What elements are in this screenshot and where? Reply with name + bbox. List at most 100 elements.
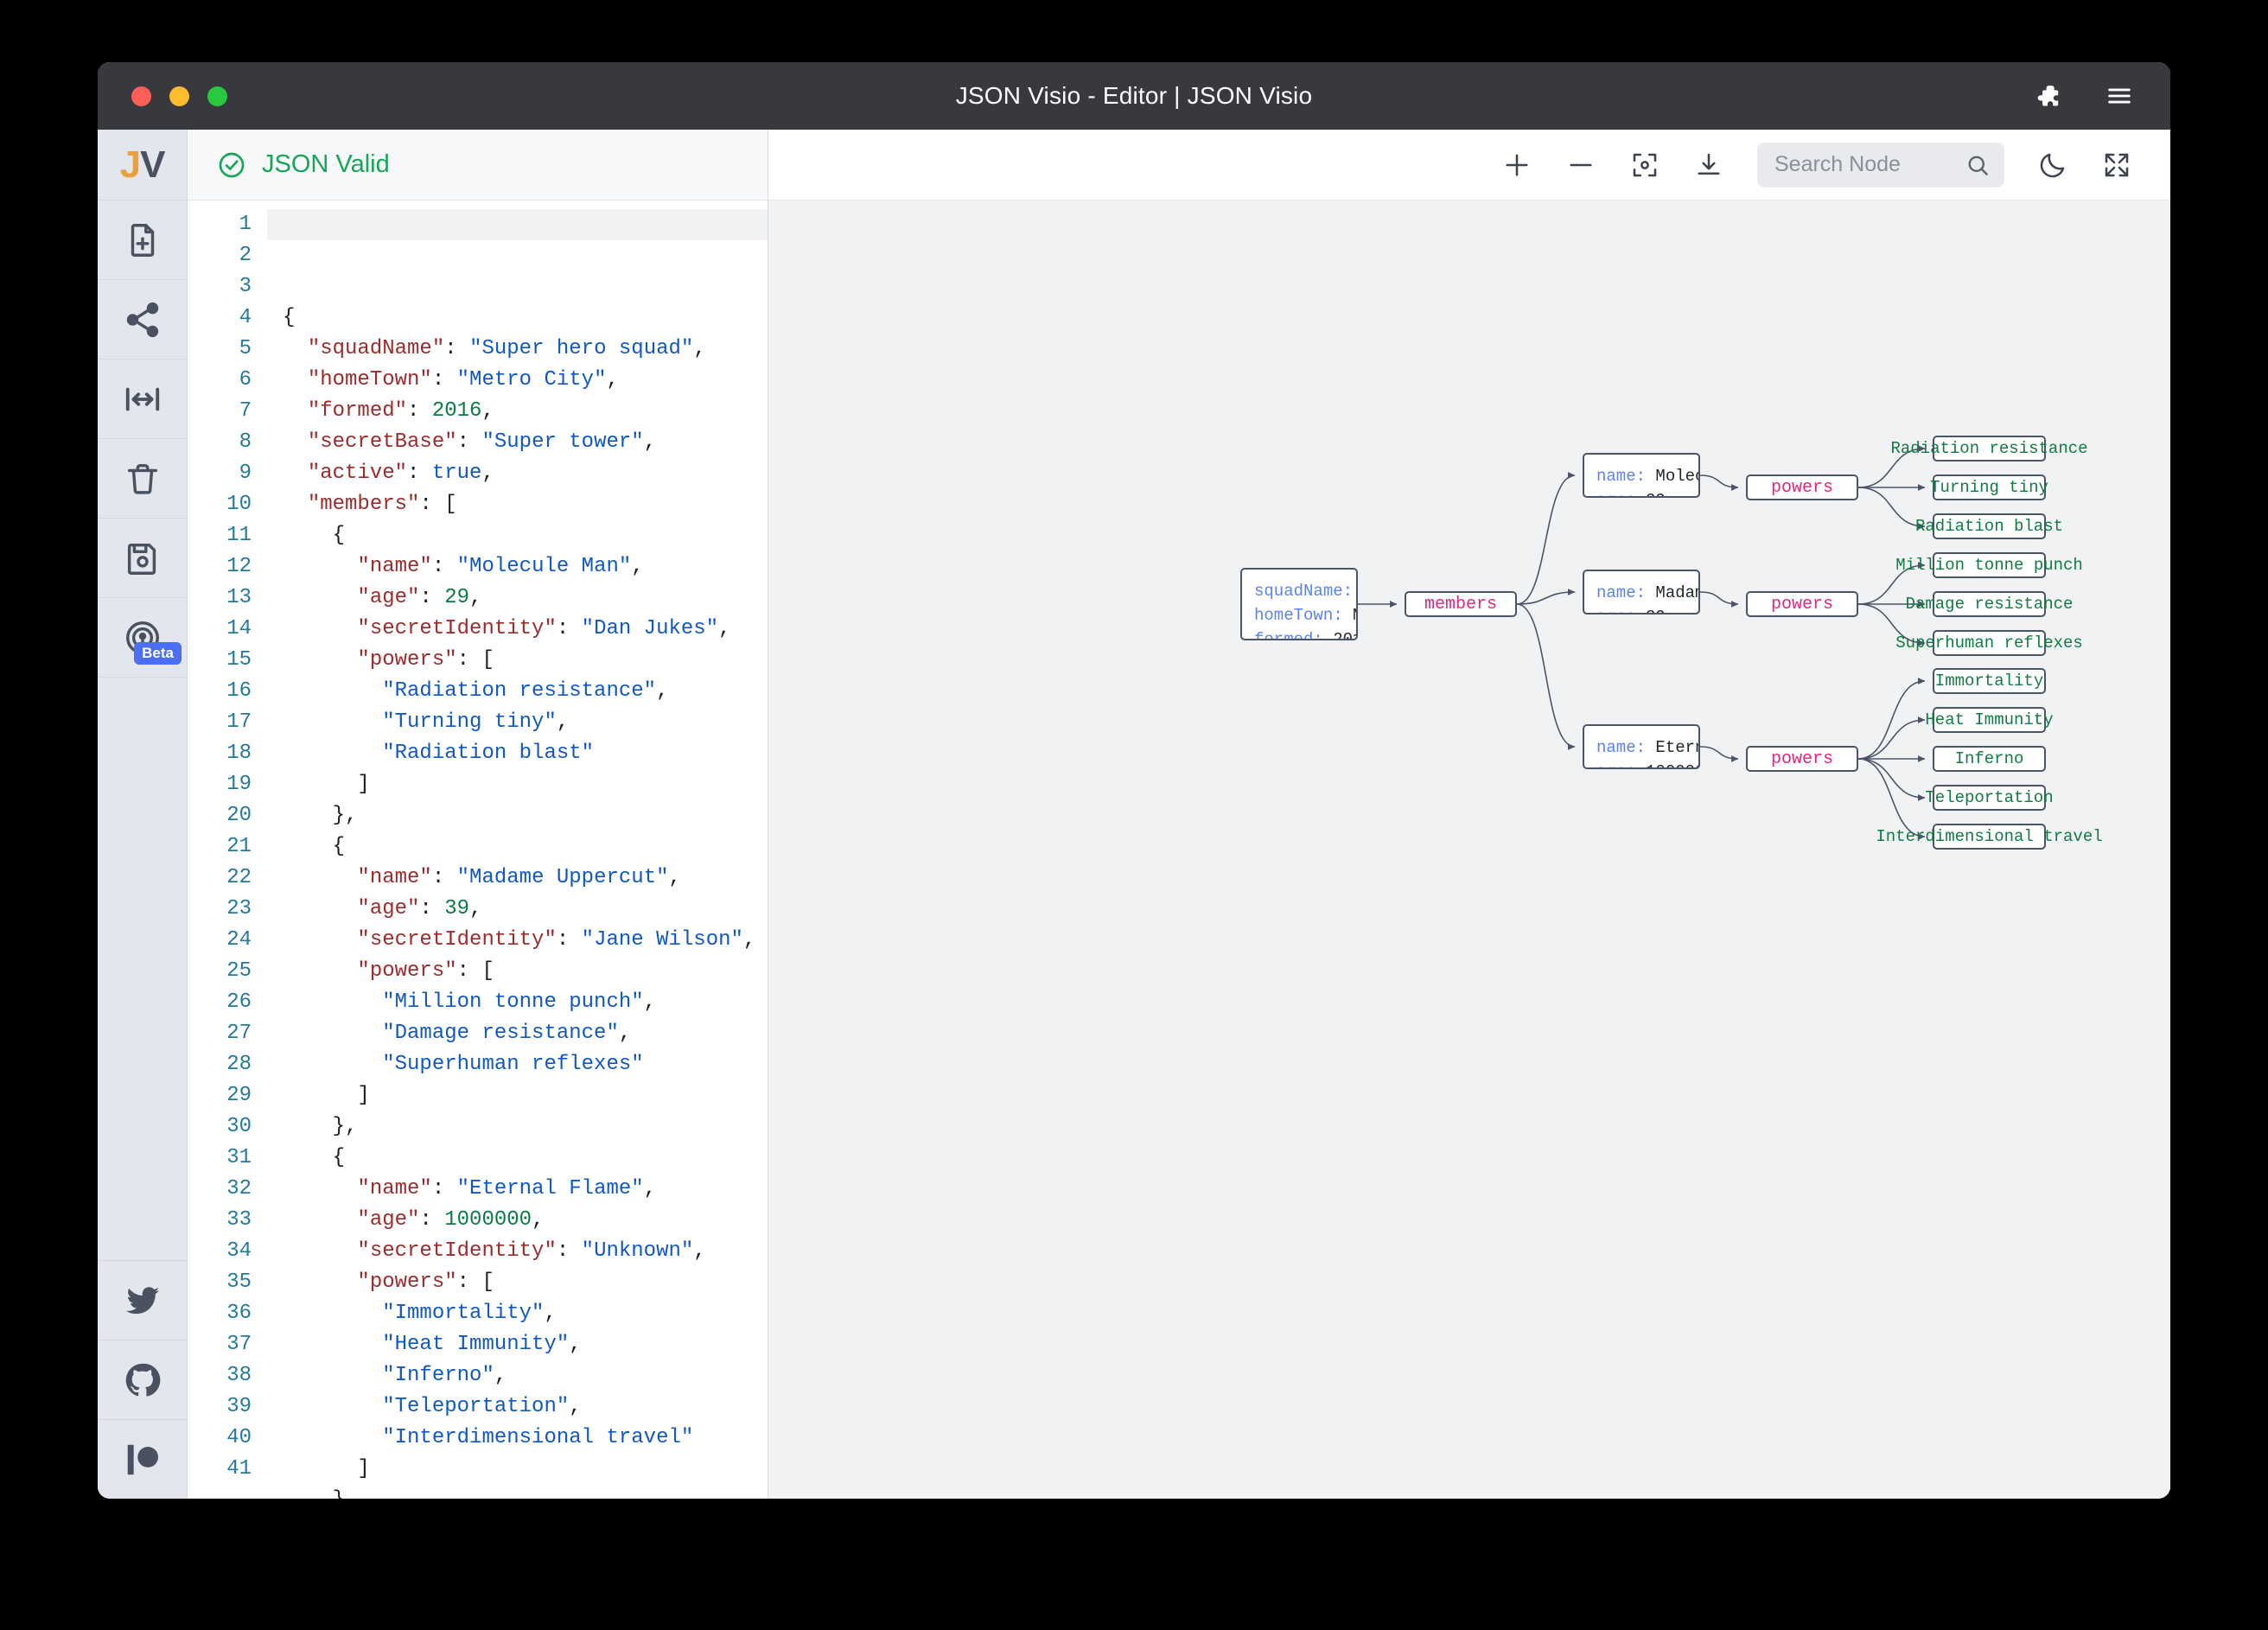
node-property-row: name: Molecule Man — [1596, 464, 1698, 488]
code-line: ] — [283, 1457, 370, 1480]
node-property-key: name: — [1596, 583, 1656, 602]
sidebar-item-new-file[interactable] — [98, 201, 187, 280]
node-label: Radiation blast — [1914, 517, 2064, 536]
minimize-window-button[interactable] — [169, 86, 189, 106]
line-number: 14 — [226, 617, 252, 640]
sidebar-item-patreon[interactable] — [98, 1419, 187, 1499]
sidebar-item-twitter[interactable] — [98, 1260, 187, 1340]
graph-node-leaf[interactable]: Teleportation — [1925, 785, 2054, 811]
node-label: Radiation resistance — [1890, 439, 2088, 458]
graph-node-object[interactable]: name: Madame Uppercutage: 39secretIdenti… — [1583, 570, 1700, 614]
code-line: { — [283, 1146, 346, 1169]
line-number: 3 — [239, 275, 252, 298]
node-property-value: 39 — [1646, 608, 1666, 613]
node-property-row: age: 39 — [1596, 605, 1686, 613]
graph-node-object[interactable]: name: Molecule Manage: 29secretIdentity:… — [1583, 453, 1700, 498]
graph-edges — [1357, 445, 1926, 840]
fullscreen-icon[interactable] — [2101, 150, 2132, 181]
extensions-icon[interactable] — [2034, 81, 2063, 111]
search-node-input[interactable] — [1774, 152, 1956, 177]
graph-canvas[interactable]: squadName: Super hero…homeTown: Metro Ci… — [768, 201, 2170, 1499]
save-icon — [123, 538, 162, 578]
node-label: members — [1424, 594, 1497, 614]
line-number: 13 — [226, 586, 252, 609]
graph-node-leaf[interactable]: Heat Immunity — [1925, 707, 2054, 733]
zoom-out-icon[interactable] — [1565, 150, 1596, 181]
line-number: 10 — [226, 493, 252, 516]
line-number: 17 — [226, 710, 252, 734]
line-number: 20 — [226, 804, 252, 827]
code-line: "members": [ — [307, 493, 457, 516]
graph-edge — [1699, 474, 1739, 491]
code-line: "Heat Immunity", — [382, 1333, 582, 1356]
graph-node-leaf[interactable]: Damage resistance — [1906, 591, 2073, 617]
line-number: 12 — [226, 555, 252, 578]
zoom-in-icon[interactable] — [1501, 150, 1532, 181]
graph-node-parent[interactable]: powers — [1746, 474, 1858, 500]
traffic-lights — [131, 86, 227, 106]
sidebar-item-save[interactable] — [98, 519, 187, 598]
line-number: 23 — [226, 897, 252, 920]
graph-node-object[interactable]: squadName: Super hero…homeTown: Metro Ci… — [1240, 568, 1358, 640]
graph-edge — [1857, 562, 1926, 605]
code-line: "Damage resistance", — [382, 1022, 632, 1045]
sidebar-item-clear[interactable] — [98, 439, 187, 519]
node-label: Turning tiny — [1930, 478, 2048, 497]
sidebar-item-github[interactable] — [98, 1340, 187, 1419]
close-window-button[interactable] — [131, 86, 151, 106]
graph-node-leaf[interactable]: Turning tiny — [1930, 474, 2048, 500]
center-view-icon[interactable] — [1629, 150, 1660, 181]
line-number: 2 — [239, 244, 252, 267]
node-label: powers — [1770, 594, 1833, 614]
download-icon[interactable] — [1693, 150, 1724, 181]
twitter-icon — [123, 1281, 162, 1321]
graph-node-leaf[interactable]: Superhuman reflexes — [1895, 630, 2083, 656]
node-property-row: name: Madame Uppercut — [1596, 581, 1698, 605]
node-property-value: 2016 — [1333, 630, 1356, 640]
code-line: "age": 1000000, — [357, 1208, 545, 1232]
graph-node-leaf[interactable]: Immortality — [1933, 668, 2046, 694]
app-logo[interactable]: JV — [98, 130, 187, 201]
code-line: ] — [283, 1084, 370, 1107]
code-line: "secretIdentity": "Jane Wilson", — [357, 928, 756, 952]
check-circle-icon — [217, 150, 246, 180]
graph-edge — [1699, 591, 1739, 608]
node-property-row: age: 29 — [1596, 488, 1686, 496]
graph-node-leaf[interactable]: Inferno — [1933, 746, 2046, 772]
code-line: ] — [283, 773, 370, 796]
dark-mode-toggle-icon[interactable] — [2037, 150, 2068, 181]
code-line: }, — [283, 804, 358, 827]
graph-node-leaf[interactable]: Million tonne punch — [1895, 552, 2083, 578]
code-line: "name": "Madame Uppercut", — [357, 866, 681, 889]
code-line: { — [283, 306, 296, 329]
line-number: 8 — [239, 430, 252, 454]
sidebar-item-expand-width[interactable] — [98, 360, 187, 439]
node-label: powers — [1770, 477, 1833, 498]
line-number: 26 — [226, 990, 252, 1014]
sidebar-item-compare[interactable]: Beta — [98, 598, 187, 678]
graph-node-parent[interactable]: members — [1405, 591, 1517, 617]
graph-node-object[interactable]: name: Eternal Flameage: 1000000secretIde… — [1583, 724, 1700, 769]
node-property-key: homeTown: — [1254, 606, 1354, 625]
node-property-key: age: — [1596, 491, 1646, 496]
line-number: 35 — [226, 1270, 252, 1294]
graph-node-parent[interactable]: powers — [1746, 591, 1858, 617]
graph-node-parent[interactable]: powers — [1746, 746, 1858, 772]
graph-node-leaf[interactable]: Radiation resistance — [1890, 436, 2088, 462]
sidebar-item-share-graph[interactable] — [98, 280, 187, 360]
line-number: 41 — [226, 1457, 252, 1480]
node-label: Immortality — [1934, 672, 2044, 691]
search-node-box[interactable] — [1757, 142, 2004, 188]
line-number: 15 — [226, 648, 252, 672]
menu-icon[interactable] — [2105, 81, 2134, 111]
search-icon[interactable] — [1965, 152, 1991, 178]
graph-node-leaf[interactable]: Radiation blast — [1915, 513, 2063, 539]
node-label: Million tonne punch — [1895, 556, 2083, 575]
code-content[interactable]: { "squadName": "Super hero squad", "home… — [267, 201, 768, 1499]
graph-edge — [1857, 758, 1926, 801]
graph-node-leaf[interactable]: Interdimensional travel — [1876, 824, 2103, 850]
graph-edge — [1516, 603, 1576, 750]
maximize-window-button[interactable] — [207, 86, 227, 106]
window-title: JSON Visio - Editor | JSON Visio — [955, 82, 1313, 109]
